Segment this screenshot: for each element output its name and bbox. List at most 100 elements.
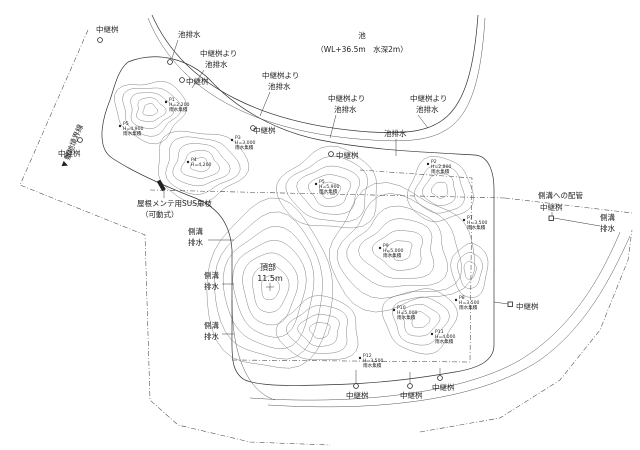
relay-pit: 中継桝 <box>432 375 455 392</box>
svg-text:池排水: 池排水 <box>384 128 407 138</box>
svg-text:P4: P4 <box>191 157 197 163</box>
contour-line <box>411 311 431 329</box>
survey-point: P7 H=3,500 雨水集積 <box>462 215 488 231</box>
contour-line <box>463 260 477 280</box>
pond-edge: 池 （WL+36.5m 水深2m） <box>147 14 486 142</box>
svg-text:池排水: 池排水 <box>416 104 439 114</box>
svg-text:雨水集積: 雨水集積 <box>123 130 142 137</box>
pond-subtitle: （WL+36.5m 水深2m） <box>316 44 407 54</box>
drain-pit-marker <box>167 59 173 65</box>
contour-line <box>336 193 463 299</box>
svg-text:H=3,500: H=3,500 <box>459 300 480 306</box>
survey-point: P5 H=5,900 雨水集積 <box>314 179 340 195</box>
svg-text:側溝への配管: 側溝への配管 <box>538 190 583 200</box>
svg-text:雨水集積: 雨水集積 <box>435 338 454 345</box>
svg-text:P12: P12 <box>363 353 372 359</box>
contour-line <box>261 275 280 301</box>
svg-text:P8: P8 <box>459 295 465 301</box>
svg-text:H=5,000: H=5,000 <box>397 310 418 316</box>
contour-line <box>308 174 352 207</box>
svg-text:H=2,800: H=2,800 <box>431 164 452 170</box>
svg-text:H=5,000: H=5,000 <box>383 248 404 254</box>
svg-text:H=3,000: H=3,000 <box>235 140 256 146</box>
summit-title: 頂部 <box>260 262 276 272</box>
svg-text:雨水集積: 雨水集積 <box>459 304 478 311</box>
contour-line <box>122 87 182 137</box>
relay-pit: 中継桝 <box>179 76 209 86</box>
summit-marker: 頂部 11.5m <box>257 262 283 291</box>
contour-line <box>319 181 341 199</box>
svg-text:中継桝: 中継桝 <box>58 148 81 158</box>
contour-line <box>406 156 474 222</box>
survey-point: P3 H=3,000 雨水集積 <box>230 135 256 151</box>
svg-text:中継桝: 中継桝 <box>400 390 423 400</box>
survey-point: P10 H=5,000 雨水集積 <box>392 305 418 321</box>
pond-title: 池 <box>358 30 366 40</box>
survey-point: P5 H=4,900 雨水集積 <box>118 121 144 137</box>
svg-text:P11: P11 <box>435 329 444 335</box>
relay-pit: 中継桝 <box>58 137 83 158</box>
survey-point: P2 H=2,800 雨水集積 <box>426 159 452 175</box>
contour-line <box>386 240 413 262</box>
svg-text:中継桝: 中継桝 <box>516 301 539 311</box>
svg-text:池排水: 池排水 <box>205 59 228 69</box>
svg-text:H=4,000: H=4,000 <box>435 334 456 340</box>
survey-point: P11 H=4,000 雨水集積 <box>430 329 456 345</box>
contour-line <box>457 252 483 289</box>
svg-text:雨水集積: 雨水集積 <box>467 224 486 231</box>
svg-text:H=5,900: H=5,900 <box>319 184 340 190</box>
road-curves <box>231 231 631 408</box>
contour-line <box>275 145 377 229</box>
svg-text:中継桝: 中継桝 <box>253 125 276 135</box>
relay-pit: 中継桝 <box>507 301 539 311</box>
contour-line <box>392 296 450 346</box>
svg-text:H=4,900: H=4,900 <box>123 126 144 132</box>
pond-drain-callouts: 池排水 中継桝より 池排水 中継桝より 池排水 中継桝より 池排水 中継桝より … <box>167 29 447 156</box>
survey-point: P1 H=2,200 雨水集積 <box>164 97 190 113</box>
roof-inner-line <box>231 169 473 363</box>
svg-text:P7: P7 <box>467 215 473 221</box>
boundary-arrow-label: ▼ 敷地境界線 <box>59 122 86 169</box>
contour-line <box>232 239 307 338</box>
contour-line <box>189 157 210 173</box>
svg-text:側溝: 側溝 <box>204 320 219 330</box>
callout-relay-drain: 中継桝より 池排水 <box>410 93 447 129</box>
relay-pit: 中継桝 <box>96 24 119 43</box>
contour-line <box>414 164 465 214</box>
svg-text:側溝: 側溝 <box>600 212 615 222</box>
relay-pit: 中継桝 <box>250 125 276 135</box>
svg-text:中継桝: 中継桝 <box>540 202 563 212</box>
svg-text:排水: 排水 <box>188 237 203 247</box>
contour-line <box>358 218 435 279</box>
svg-text:中継桝: 中継桝 <box>336 150 359 160</box>
side-gutter-drains: 側溝 排水 側溝 排水 側溝 排水 側溝 排水 中継桝 側溝への配管 <box>188 190 615 341</box>
gutter-pipe-callout: 中継桝 側溝への配管 <box>538 190 601 227</box>
contour-line <box>158 130 250 204</box>
contour-line <box>308 322 331 339</box>
roof-outline <box>101 56 495 386</box>
contour-line <box>381 288 458 355</box>
contour-line <box>172 143 231 187</box>
gutter-drain-callout: 側溝 排水 <box>204 320 234 341</box>
svg-text:H=3,500: H=3,500 <box>363 358 384 364</box>
gutter-drain-callout: 側溝 排水 <box>600 212 615 233</box>
maintenance-door: 屋根メンテ用SUS扉枝 （可動式） <box>137 179 213 219</box>
contour-line <box>180 150 220 179</box>
svg-text:中継桝: 中継桝 <box>432 382 455 392</box>
contour-line <box>142 103 159 116</box>
contour-line <box>165 136 241 195</box>
svg-text:中継桝より: 中継桝より <box>410 93 447 103</box>
contour-line <box>286 305 348 354</box>
svg-text:中継桝: 中継桝 <box>346 390 369 400</box>
relay-pit: 中継桝 <box>346 383 369 400</box>
contour-line <box>114 81 188 145</box>
svg-text:側溝: 側溝 <box>188 226 203 236</box>
relay-pit: 中継桝 <box>400 383 423 400</box>
gutter-drain-callout: 側溝 排水 <box>204 270 234 291</box>
contour-line <box>222 225 315 350</box>
svg-text:池排水: 池排水 <box>268 81 291 91</box>
contour-line <box>450 243 489 298</box>
contour-line <box>206 197 334 369</box>
svg-text:中継桝: 中継桝 <box>96 24 119 34</box>
bottom-drain-pipes <box>355 301 509 384</box>
